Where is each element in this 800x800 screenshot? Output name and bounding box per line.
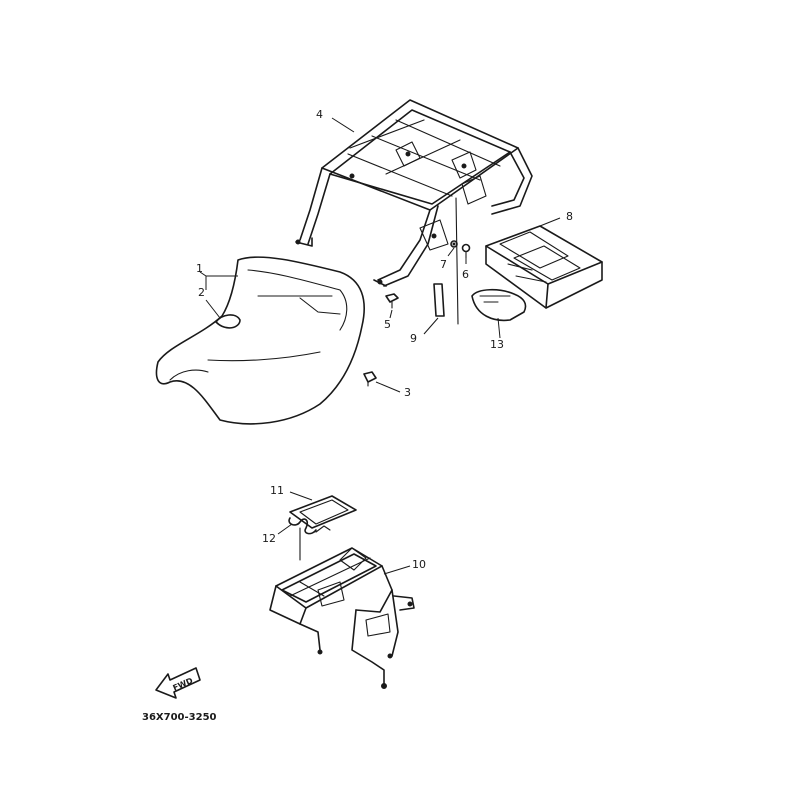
- callout-3: 3: [404, 386, 411, 399]
- callout-9: 9: [410, 332, 417, 345]
- callout-labels: 4 1 2 3 5 6 7 8 9 13 11 12 10: [196, 108, 573, 571]
- callout-4: 4: [316, 108, 323, 121]
- callout-7: 7: [440, 258, 447, 271]
- bolt-5: [385, 293, 399, 309]
- rear-carrier-rack: [295, 99, 533, 287]
- leader-lines: [199, 117, 561, 575]
- spring: [288, 517, 331, 561]
- callout-2: 2: [198, 286, 205, 299]
- callout-8: 8: [566, 210, 573, 223]
- bolt-3: [363, 371, 377, 387]
- callout-12: 12: [262, 532, 276, 545]
- lid-plate: [289, 495, 357, 529]
- callout-1: 1: [196, 262, 203, 275]
- forward-arrow: FWD: [155, 667, 201, 699]
- seat: [155, 256, 365, 425]
- seat-damper: [215, 314, 241, 329]
- callout-10: 10: [412, 558, 426, 571]
- callout-11: 11: [270, 484, 284, 497]
- tool-pouch: [471, 288, 527, 322]
- lower-carrier: [269, 547, 415, 689]
- drawing-code: 36X700-3250: [142, 712, 217, 723]
- callout-13: 13: [490, 338, 504, 351]
- bolt-6: [461, 243, 471, 259]
- nut-7: [450, 240, 458, 248]
- storage-case: [485, 225, 603, 309]
- callout-6: 6: [462, 268, 469, 281]
- holder-plate: [433, 197, 459, 325]
- callout-5: 5: [384, 318, 391, 331]
